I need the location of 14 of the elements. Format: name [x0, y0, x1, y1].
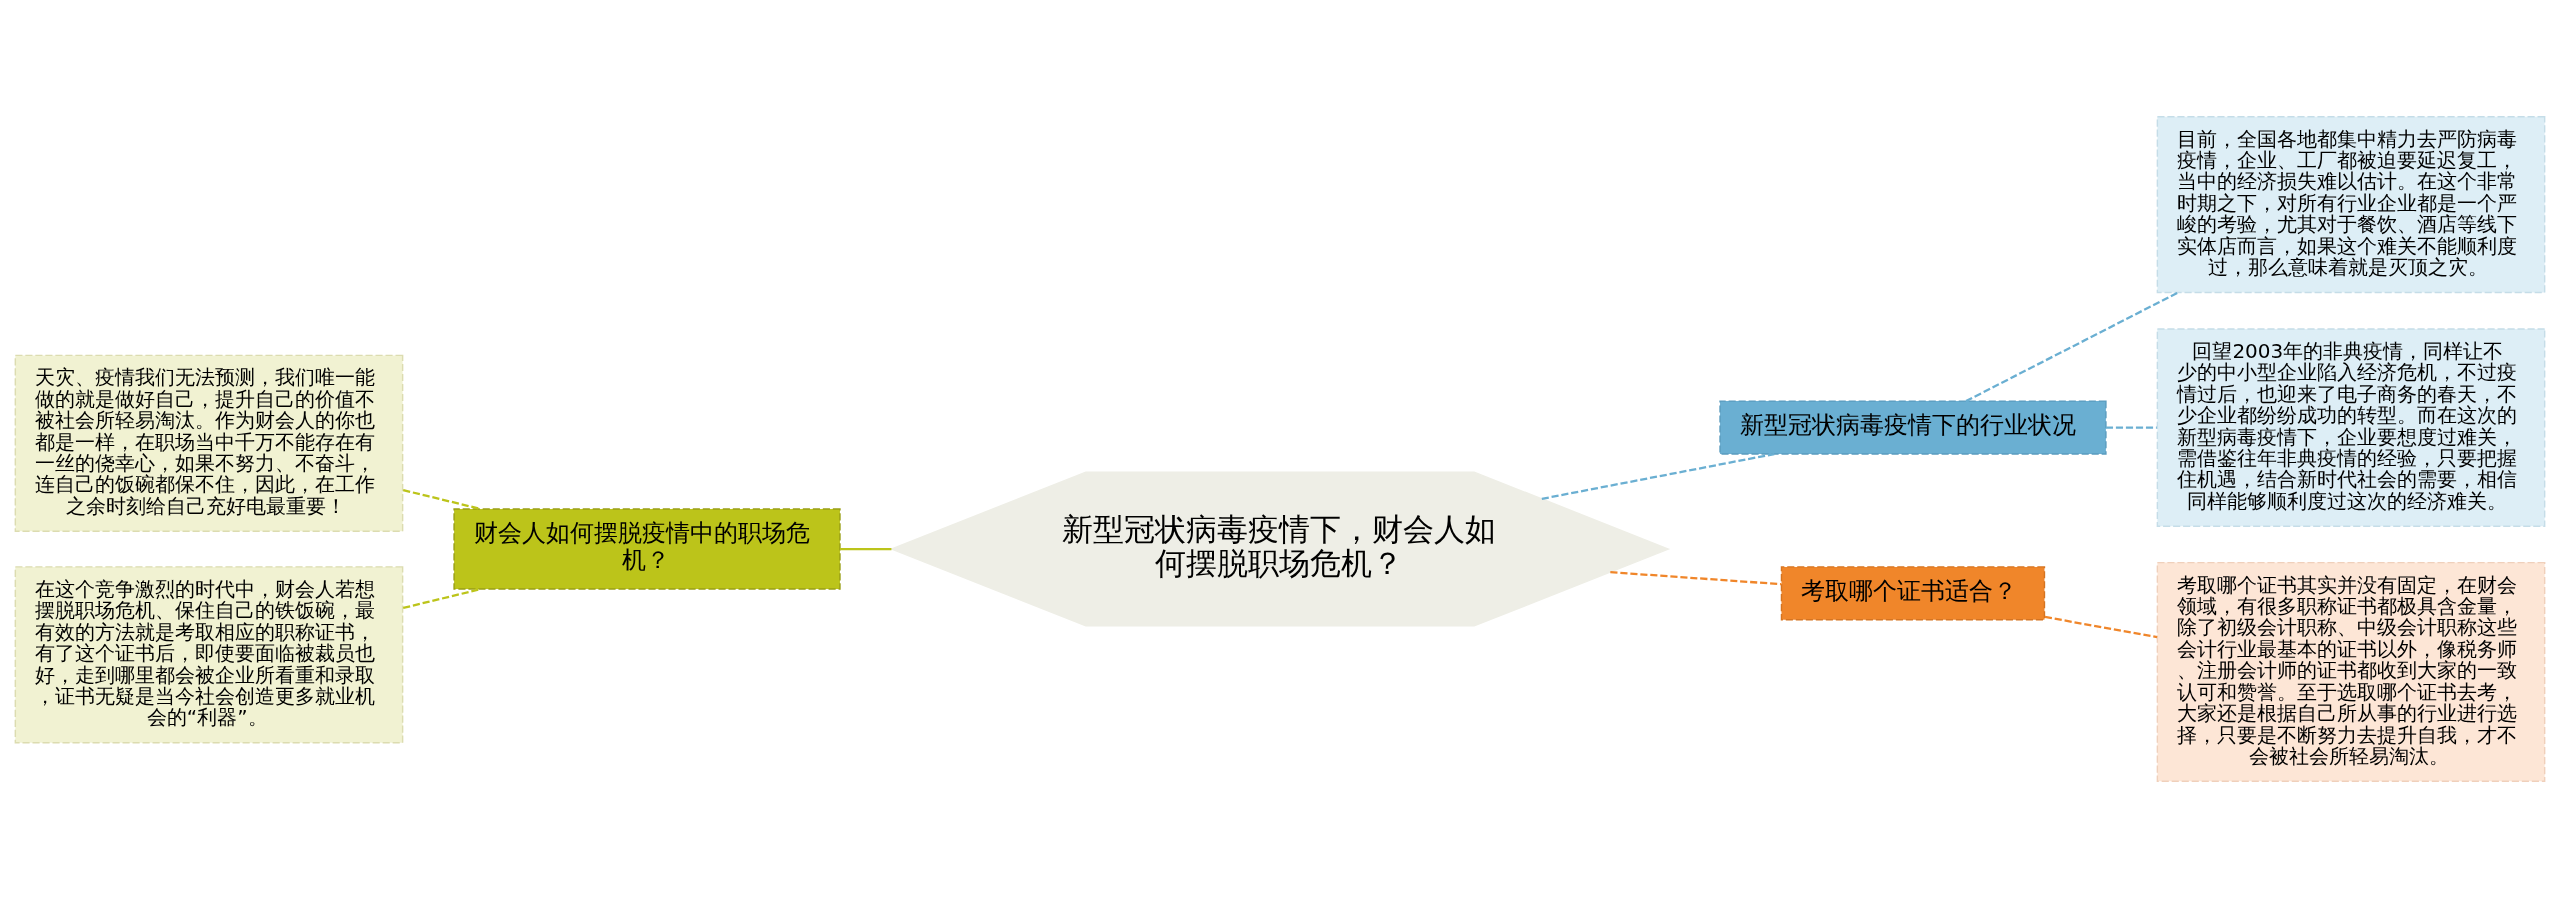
connector: [1610, 570, 1782, 585]
node-box: 在这个竞争激烈的时代中，财会人若想摆脱职场危机、保住自己的铁饭碗，最有效的方法就是考取相应的职称证书，有了这个证书后，即使要面临被裁员也好，走到哪里都会被企业所看重和录取，证书无疑是当今社会创造更多就业机会的“利器”。: [14, 565, 404, 743]
node-box: 目前，全国各地都集中精力去严防病毒疫情，企业、工厂都被迫要延迟复工，当中的经济损失难以估计。在这个非常时期之下，对所有行业企业都是一个严峻的考验，尤其对于餐饮、酒店等线下实体店而言，如果这个难关不能顺利度过，那么意味着就是灭顶之灾。: [2156, 115, 2546, 293]
node-box: 天灾、疫情我们无法预测，我们唯一能做的就是做好自己，提升自己的价值不被社会所轻易淘汰。作为财会人的你也都是一样，在职场当中千万不能存在有一丝的侥幸心，如果不努力、不奋斗，连自己的饭碗都保不住，因此，在工作之余时刻给自己充好电最重要！: [14, 354, 404, 532]
connector: [1541, 452, 1775, 500]
node-box: 新型冠状病毒疫情下的行业状况: [1719, 399, 2107, 455]
connector: [2105, 425, 2157, 429]
node-box: 财会人如何摆脱疫情中的职场危机？: [453, 507, 841, 590]
connector: [1965, 291, 2179, 402]
connector: [2044, 615, 2158, 638]
node-box: 考取哪个证书适合？: [1780, 565, 2046, 620]
node-box: 回望2003年的非典疫情，同样让不少的中小型企业陷入经济危机，不过疫情过后，也迎来了电子商务的春天，不少企业都纷纷成功的转型。而在这次的新型病毒疫情下，企业要想度过难关，需借鉴往年非典疫情的经验，只要把握住机遇，结合新时代社会的需要，相信同样能够顺利度过这次的经济难关。: [2156, 327, 2546, 527]
node-box: 考取哪个证书其实并没有固定，在财会领域，有很多职称证书都极具含金量，除了初级会计职称、中级会计职称这些会计行业最基本的证书以外，像税务师、注册会计师的证书都收到大家的一致认可和赞誉。至于选取哪个证书去考，大家还是根据自己所从事的行业进行选择，只要是不断努力去提升自我，才不会被社会所轻易淘汰。: [2156, 561, 2546, 782]
connector: [840, 547, 892, 550]
